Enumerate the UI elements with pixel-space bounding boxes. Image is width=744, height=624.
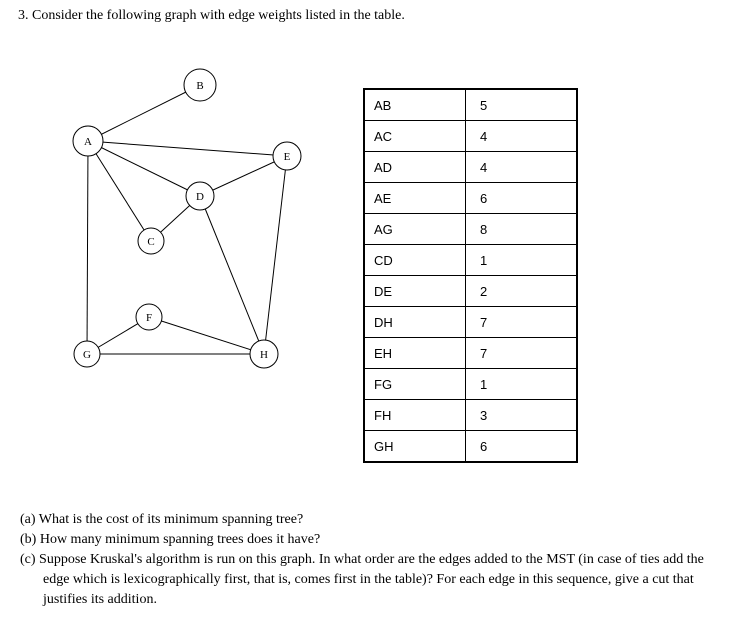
graph-edge-DE bbox=[199, 155, 288, 197]
graph-figure: B A E D C F G H bbox=[72, 68, 302, 369]
weight-cell-EH: 7 bbox=[465, 337, 578, 369]
graph-edge-AC bbox=[87, 140, 152, 242]
graph-node-B bbox=[183, 68, 217, 102]
graph-node-A bbox=[72, 125, 104, 157]
graph-edge-AG bbox=[86, 140, 89, 355]
edge-cell-AC: AC bbox=[363, 120, 466, 152]
problem-statement: 3. Consider the following graph with edg… bbox=[18, 8, 405, 23]
graph-node-label-D: D bbox=[196, 191, 204, 203]
graph-edge-EH bbox=[263, 155, 288, 355]
edge-cell-DH: DH bbox=[363, 306, 466, 338]
weight-cell-CD: 1 bbox=[465, 244, 578, 276]
graph-node-label-A: A bbox=[84, 136, 92, 148]
question-b: (b) How many minimum spanning trees does… bbox=[20, 530, 718, 550]
graph-node-label-B: B bbox=[196, 80, 203, 92]
graph-node-G bbox=[73, 340, 101, 368]
weight-cell-AC: 4 bbox=[465, 120, 578, 152]
weight-cell-AE: 6 bbox=[465, 182, 578, 214]
graph-node-label-F: F bbox=[146, 312, 152, 324]
graph-edge-AD bbox=[87, 140, 201, 197]
question-b-label: (b) bbox=[20, 531, 37, 547]
edge-cell-AG: AG bbox=[363, 213, 466, 245]
graph-edge-AE bbox=[87, 140, 288, 157]
weight-cell-AB: 5 bbox=[465, 88, 578, 121]
graph-node-label-H: H bbox=[260, 349, 268, 361]
graph-edge-FH bbox=[148, 316, 265, 355]
question-b-text: How many minimum spanning trees does it … bbox=[39, 531, 321, 547]
weight-cell-DH: 7 bbox=[465, 306, 578, 338]
graph-node-C bbox=[137, 227, 165, 255]
edge-cell-AB: AB bbox=[363, 88, 466, 121]
edge-cell-FG: FG bbox=[363, 368, 466, 400]
graph-node-F bbox=[135, 303, 163, 331]
weight-cell-DE: 2 bbox=[465, 275, 578, 307]
graph-edge-AB bbox=[87, 84, 201, 142]
question-a-label: (a) bbox=[20, 512, 36, 527]
graph-edge-DH bbox=[199, 195, 265, 355]
graph-node-label-E: E bbox=[284, 151, 291, 163]
weight-cell-GH: 6 bbox=[465, 430, 578, 463]
edge-cell-AD: AD bbox=[363, 151, 466, 183]
edge-cell-CD: CD bbox=[363, 244, 466, 276]
edge-cell-FH: FH bbox=[363, 399, 466, 431]
graph-node-D bbox=[185, 181, 215, 211]
graph-node-H bbox=[249, 339, 279, 369]
graph-node-label-C: C bbox=[147, 236, 154, 248]
edge-cell-GH: GH bbox=[363, 430, 466, 463]
question-c-text: Suppose Kruskal's algorithm is run on th… bbox=[39, 551, 704, 607]
question-a: (a) What is the cost of its minimum span… bbox=[20, 510, 718, 530]
question-a-text: What is the cost of its minimum spanning… bbox=[38, 512, 304, 527]
weight-cell-AD: 4 bbox=[465, 151, 578, 183]
edge-cell-DE: DE bbox=[363, 275, 466, 307]
edge-cell-AE: AE bbox=[363, 182, 466, 214]
edge-cell-EH: EH bbox=[363, 337, 466, 369]
weight-cell-FH: 3 bbox=[465, 399, 578, 431]
weight-cell-FG: 1 bbox=[465, 368, 578, 400]
weight-cell-AG: 8 bbox=[465, 213, 578, 245]
question-c: (c) Suppose Kruskal's algorithm is run o… bbox=[20, 550, 718, 610]
questions-block: (a) What is the cost of its minimum span… bbox=[20, 510, 718, 609]
graph-node-E bbox=[272, 141, 302, 171]
graph-node-label-G: G bbox=[83, 349, 91, 361]
question-c-label: (c) bbox=[20, 551, 36, 567]
